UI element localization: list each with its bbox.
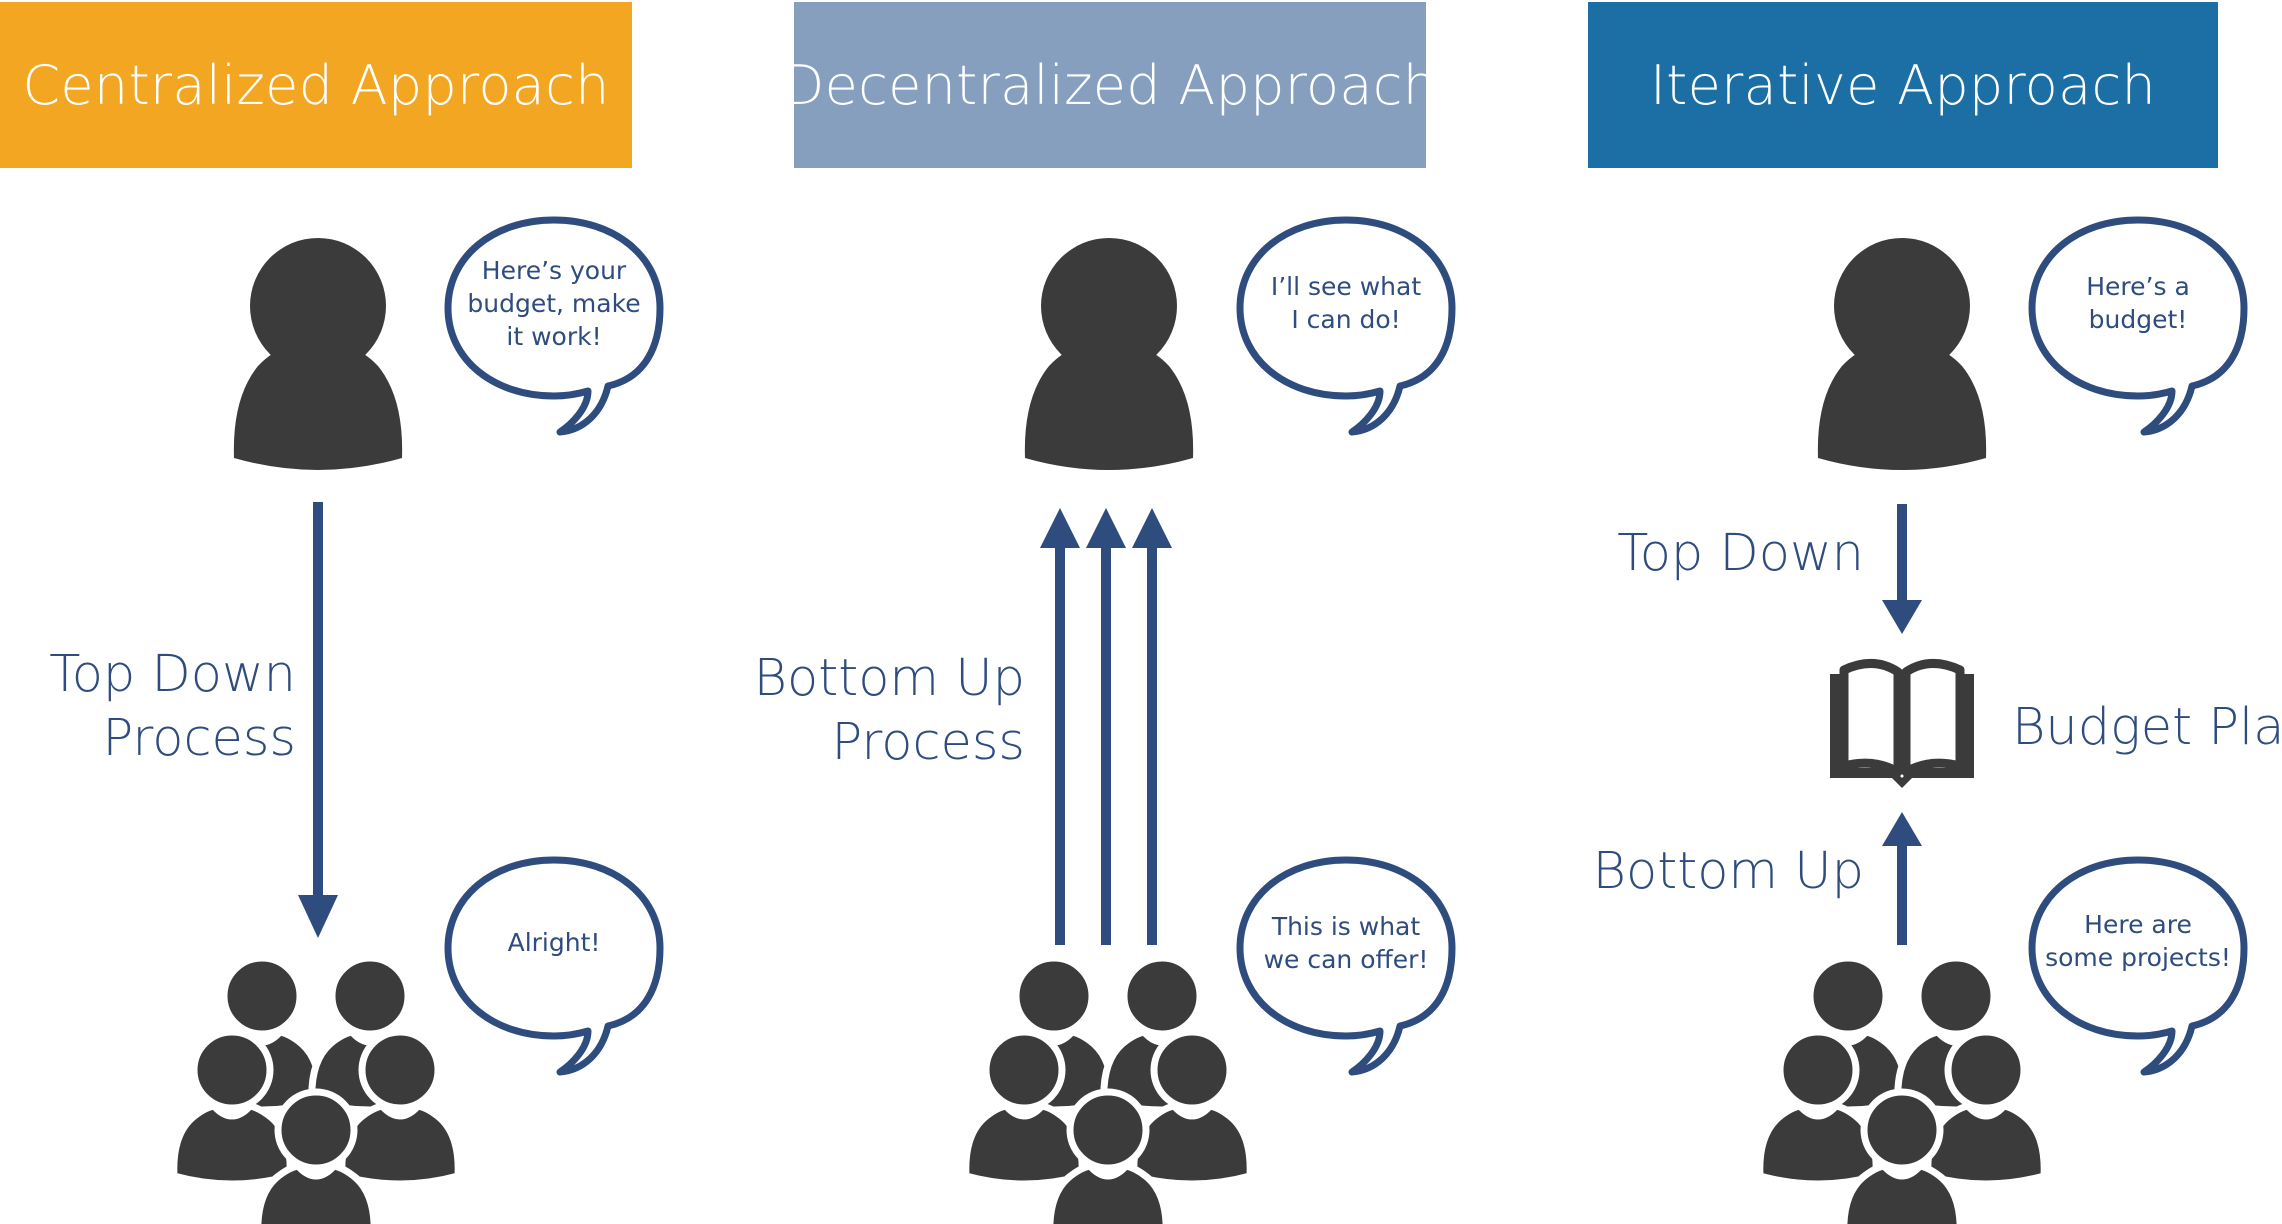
decentralized-approach-title: Decentralized Approach — [782, 53, 1438, 117]
budget-plan-label: Budget Plan — [2012, 698, 2282, 757]
team-speech-text-decentralized: This is what we can offer! — [1263, 912, 1429, 974]
team-speech-text-centralized: Alright! — [507, 928, 601, 957]
open-book-icon — [1830, 659, 1974, 788]
manager-person-icon-iterative — [1817, 238, 1987, 470]
decentralized-approach-header: Decentralized Approach — [783, 2, 1437, 168]
iterative-top-down-label: Top Down — [1617, 524, 1864, 583]
decentralized-process-label-line2: Process — [831, 713, 1025, 772]
bottom-up-arrows — [1040, 508, 1172, 945]
iterative-approach-header: Iterative Approach — [1588, 2, 2218, 168]
centralized-process-label-line1: Top Down — [49, 645, 296, 704]
centralized-process-label-line2: Process — [102, 709, 296, 768]
manager-speech-text-centralized: Here’s your budget, make it work! — [467, 256, 641, 351]
centralized-process-label: Top Down Process — [40, 643, 296, 771]
centralized-approach-header: Centralized Approach — [0, 2, 632, 168]
decentralized-process-label-line1: Bottom Up — [753, 649, 1025, 708]
top-down-arrowhead-icon — [298, 895, 338, 938]
team-speech-text-iterative: Here are some projects! — [2045, 910, 2231, 972]
iterative-approach-title: Iterative Approach — [1649, 53, 2157, 117]
manager-speech-text-iterative: Here’s a budget! — [2086, 272, 2190, 334]
manager-person-icon-centralized — [233, 238, 403, 470]
iterative-bottom-up-arrowhead-icon — [1882, 812, 1922, 846]
manager-person-icon-decentralized — [1024, 238, 1194, 470]
speech-bubble-icon-team-centralized — [448, 860, 660, 1072]
iterative-bottom-up-label: Bottom Up — [1592, 842, 1864, 901]
team-group-icon-iterative — [1760, 958, 2044, 1224]
team-group-icon-centralized — [174, 958, 458, 1224]
decentralized-process-label: Bottom Up Process — [742, 647, 1025, 775]
team-group-icon-decentralized — [966, 958, 1250, 1224]
manager-speech-text-decentralized: I’ll see what I can do! — [1270, 272, 1422, 334]
centralized-approach-title: Centralized Approach — [22, 53, 610, 117]
iterative-top-down-arrowhead-icon — [1882, 600, 1922, 634]
